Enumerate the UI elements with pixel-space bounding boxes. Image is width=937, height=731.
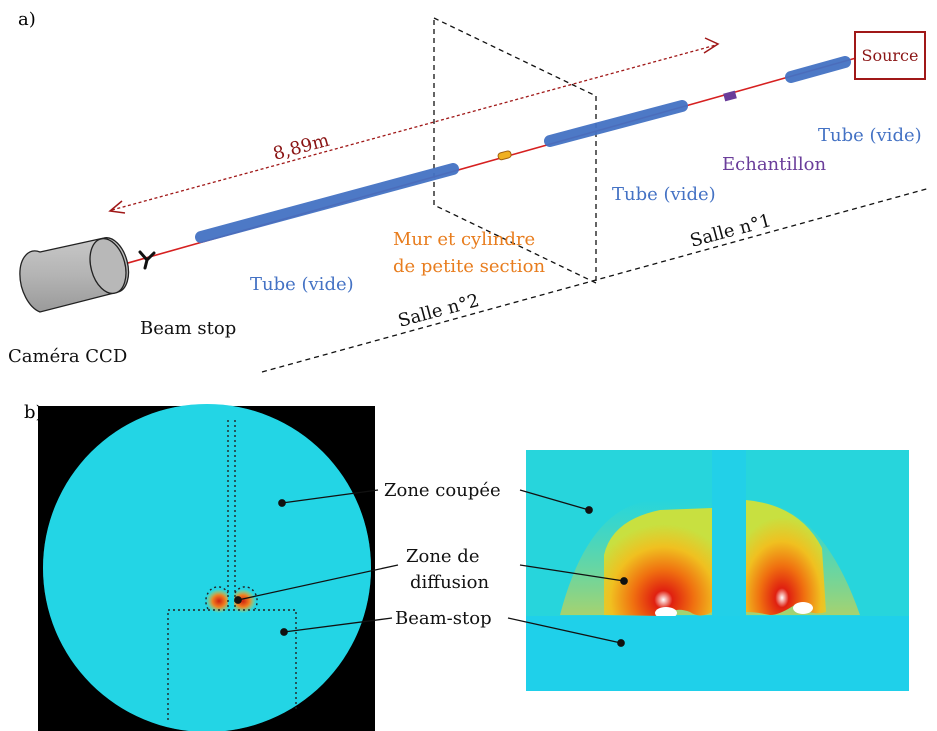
label-room1: Salle n°1 bbox=[688, 210, 774, 252]
tube-right bbox=[785, 56, 851, 83]
label-sample: Echantillon bbox=[722, 154, 826, 175]
small-cylinder bbox=[497, 150, 512, 161]
label-tube-right: Tube (vide) bbox=[818, 125, 922, 146]
label-beam-stop: Beam stop bbox=[140, 318, 236, 339]
detector-zoom bbox=[526, 450, 909, 691]
tube-left bbox=[195, 163, 459, 243]
label-wall-1: Mur et cylindre bbox=[393, 229, 535, 250]
ccd-camera bbox=[19, 237, 130, 313]
panel-b-label: b) bbox=[24, 402, 43, 423]
label-tube-left: Tube (vide) bbox=[250, 274, 354, 295]
label-room2: Salle n°2 bbox=[396, 290, 482, 332]
distance-label: 8,89m bbox=[271, 130, 332, 165]
label-cut-zone: Zone coupée bbox=[384, 480, 501, 501]
source-box bbox=[854, 31, 926, 80]
floor-line bbox=[261, 187, 931, 373]
label-beam-stop-b: Beam-stop bbox=[395, 608, 492, 629]
label-diffusion-1: Zone de bbox=[406, 546, 480, 567]
beam-stop-symbol bbox=[138, 250, 156, 270]
label-tube-middle: Tube (vide) bbox=[612, 184, 716, 205]
panel-a-label: a) bbox=[18, 9, 36, 30]
label-diffusion-2: diffusion bbox=[410, 572, 489, 593]
label-camera: Caméra CCD bbox=[8, 346, 127, 367]
distance-arrow bbox=[108, 37, 720, 214]
leader-lines bbox=[234, 489, 628, 647]
tube-middle bbox=[544, 100, 688, 147]
sample bbox=[723, 90, 737, 102]
label-wall-2: de petite section bbox=[393, 256, 545, 277]
source-label: Source bbox=[862, 46, 919, 65]
detector-image bbox=[38, 404, 375, 731]
